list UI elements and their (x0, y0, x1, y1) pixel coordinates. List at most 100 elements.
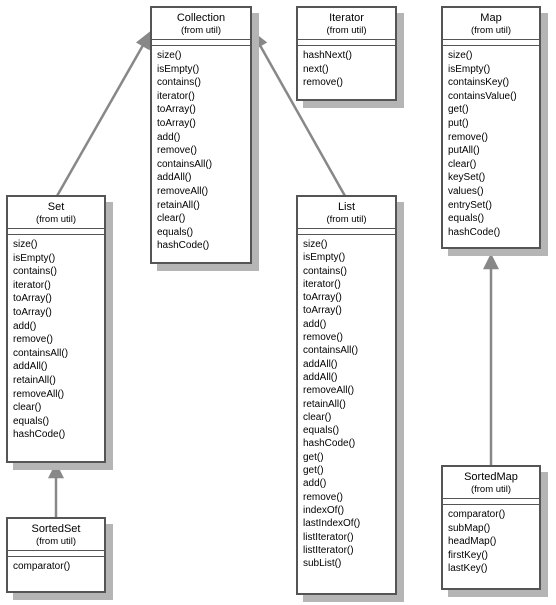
operation-item: size() (303, 239, 328, 250)
attributes-compartment (8, 229, 104, 235)
operation-item: isEmpty() (13, 252, 56, 264)
operation-item: lastIndexOf() (303, 518, 361, 530)
operation-item: comparator() (13, 561, 71, 572)
set-to-collection-line (55, 39, 148, 197)
class-iterator[interactable]: Iterator (from util) hashNext() next() rem… (296, 6, 397, 101)
class-name: SortedSet (31, 523, 81, 535)
operation-item: firstKey() (448, 549, 488, 561)
operation-item: hashCode() (157, 240, 210, 252)
class-name: List (337, 201, 356, 213)
class-header: SortedMap (from util) (443, 467, 539, 499)
class-package: (from util) (326, 25, 367, 36)
attributes-compartment (152, 40, 250, 46)
operation-item: comparator() (448, 509, 506, 520)
operation-item: iterator() (13, 279, 51, 291)
operation-item: keySet() (448, 172, 486, 184)
operation-item: addAll() (13, 361, 48, 373)
operation-item: toArray() (13, 293, 52, 305)
class-sortedset[interactable]: SortedSet (from util) comparator() (6, 517, 106, 593)
attributes-compartment (298, 40, 395, 46)
operation-item: retainAll() (13, 374, 56, 386)
class-name: Collection (176, 12, 226, 24)
operation-item: entrySet() (448, 199, 492, 211)
class-map[interactable]: Map (from util) size() isEmpty() containsK… (441, 6, 541, 249)
class-package: (from util) (470, 484, 512, 495)
operation-item: equals() (157, 226, 194, 238)
class-header: List (from util) (298, 197, 395, 229)
operation-item: add() (303, 478, 327, 490)
class-header: Iterator (from util) (298, 8, 395, 40)
operation-item: indexOf() (303, 504, 345, 516)
operation-item: clear() (157, 213, 186, 225)
operation-item: remove() (303, 491, 344, 503)
operation-item: add() (303, 318, 327, 330)
operation-item: clear() (13, 402, 42, 414)
operations-compartment: hashNext() next() remove() (298, 46, 395, 90)
operation-item: next() (303, 63, 329, 75)
operation-item: retainAll() (157, 199, 200, 211)
operation-item: containsAll() (13, 347, 69, 359)
attributes-compartment (8, 551, 104, 557)
class-name: Map (480, 12, 502, 24)
sortedset-to-set-arrowhead (47, 462, 65, 479)
class-list[interactable]: List (from util) size()isEmpty()contains… (296, 195, 397, 595)
class-package: (from util) (470, 25, 512, 36)
operation-item: remove() (157, 145, 198, 157)
operation-item: equals() (13, 415, 50, 427)
operation-item: hashNext() (303, 50, 352, 61)
operation-item: isEmpty() (157, 63, 200, 75)
operations-compartment: comparator()subMap()headMap()firstKey()l… (443, 505, 539, 576)
class-sortedmap[interactable]: SortedMap (from util) comparator() subMap… (441, 465, 541, 590)
list-to-collection-arrowhead (251, 30, 268, 51)
operation-item: removeAll() (303, 385, 355, 397)
list-to-collection-line (255, 39, 347, 197)
operations-compartment: size()isEmpty()contains()iterator()toArr… (298, 235, 395, 570)
class-header: Map (from util) (443, 8, 539, 40)
operation-item: put() (448, 117, 469, 129)
operation-item: listIterator() (303, 544, 354, 556)
operation-item: size() (448, 50, 473, 61)
operation-item: toArray() (13, 306, 52, 318)
class-name: Set (47, 201, 65, 213)
operations-compartment: size()isEmpty()contains()iterator()toArr… (152, 46, 250, 253)
operation-item: subList() (303, 558, 342, 570)
operation-item: listIterator() (303, 531, 354, 543)
operation-item: subMap() (448, 522, 491, 534)
operation-item: removeAll() (157, 185, 209, 197)
class-name: SortedMap (464, 471, 518, 483)
operation-item: toArray() (303, 292, 342, 304)
operation-item: contains() (13, 266, 57, 278)
operation-item: add() (13, 320, 37, 332)
operation-item: iterator() (157, 90, 195, 102)
operations-compartment: size() isEmpty() contains()iterator() toArr… (8, 235, 104, 442)
operations-compartment: size()isEmpty()containsKey()containsValu… (443, 46, 539, 239)
operation-item: size() (13, 239, 38, 250)
operation-item: isEmpty() (448, 63, 491, 75)
operation-item: addAll() (157, 172, 192, 184)
operation-item: values() (448, 185, 484, 197)
class-header: SortedSet (from util) (8, 519, 104, 551)
operations-compartment: comparator() (8, 557, 104, 574)
operation-item: get() (303, 451, 324, 463)
operation-item: toArray() (157, 117, 196, 129)
operation-item: containsKey() (448, 77, 510, 89)
operation-item: toArray() (303, 305, 342, 317)
operation-item: containsAll() (157, 158, 213, 170)
sortedmap-to-map-arrowhead (482, 253, 500, 270)
class-package: (from util) (35, 214, 77, 225)
operation-item: hashCode() (448, 226, 501, 238)
class-name: Iterator (329, 12, 364, 24)
operation-item: add() (157, 131, 181, 143)
operation-item: remove() (303, 77, 344, 89)
operation-item: retainAll() (303, 398, 346, 410)
operation-item: get() (448, 104, 469, 116)
operation-item: get() (303, 465, 324, 477)
operation-item: lastKey() (448, 563, 488, 575)
operation-item: putAll() (448, 145, 480, 157)
operation-item: size() (157, 50, 182, 61)
operation-item: iterator() (303, 278, 341, 290)
class-collection[interactable]: Collection (from util) size()isEmpty()co… (150, 6, 252, 264)
operation-item: hashCode() (13, 429, 66, 441)
class-set[interactable]: Set (from util) size() isEmpty() contains(… (6, 195, 106, 463)
